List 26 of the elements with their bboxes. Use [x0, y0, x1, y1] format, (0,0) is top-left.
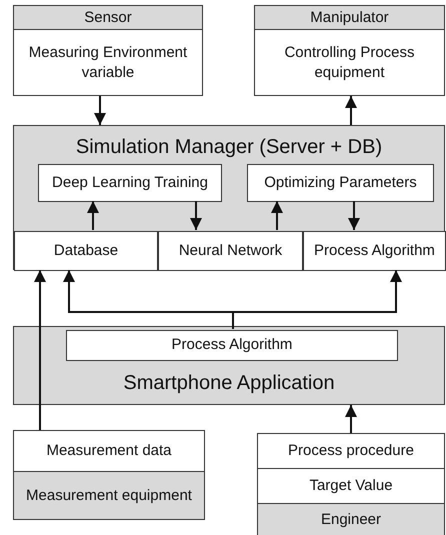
process-box: Database — [14, 231, 158, 271]
card-heading: Measurement equipment — [14, 471, 204, 519]
process-box: Process Algorithm — [66, 330, 398, 361]
arrow — [87, 201, 99, 230]
arrow — [345, 405, 357, 433]
arrow — [348, 201, 360, 230]
arrow — [271, 201, 283, 230]
card-heading: Engineer — [258, 502, 444, 535]
stacked-card — [254, 5, 445, 96]
card-heading: Sensor — [14, 6, 202, 30]
arrow — [34, 270, 46, 430]
stacked-card — [13, 5, 203, 96]
process-box: Optimizing Parameters — [247, 164, 434, 202]
stacked-card — [257, 433, 445, 535]
system-panel — [13, 326, 445, 405]
arrow — [190, 201, 202, 230]
process-box: Neural Network — [158, 231, 303, 271]
arrow — [94, 96, 106, 125]
process-box: Deep Learning Training — [38, 164, 222, 202]
process-box: Process Algorithm — [303, 231, 446, 271]
arrow — [345, 96, 357, 125]
panel-title: Smartphone Application — [122, 371, 336, 396]
system-panel — [13, 125, 445, 270]
card-heading: Manipulator — [255, 6, 444, 30]
stacked-card — [13, 430, 205, 520]
panel-title: Simulation Manager (Server + DB) — [74, 135, 384, 160]
